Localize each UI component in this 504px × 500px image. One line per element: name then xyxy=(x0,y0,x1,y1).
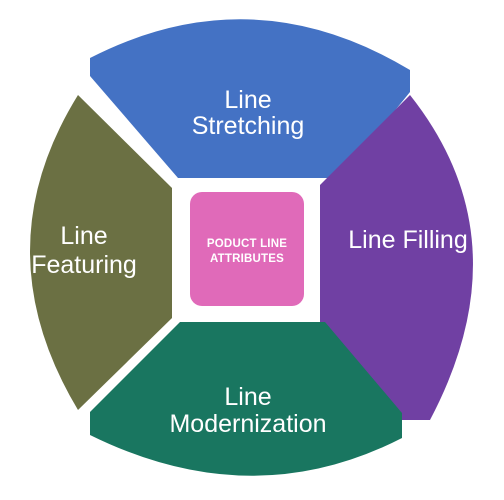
center-box xyxy=(190,192,304,306)
segment-right-shape xyxy=(320,95,473,420)
segment-left-label-line2: Featuring xyxy=(31,251,137,279)
segment-left-shape xyxy=(30,95,172,410)
segment-top-label-line2: Stretching xyxy=(192,112,305,140)
segment-bottom-label-line2: Modernization xyxy=(169,410,326,438)
center-label-line2: ATTRIBUTES xyxy=(210,253,284,265)
segment-bottom-shape xyxy=(90,322,402,476)
segment-top-shape xyxy=(90,19,410,178)
segment-right-label: Line Filling xyxy=(348,226,468,254)
center-label-line1: PODUCT LINE xyxy=(207,238,287,250)
segment-bottom-label-line1: Line xyxy=(224,383,271,411)
segment-left-label-line1: Line xyxy=(60,222,107,250)
segment-top-label-line1: Line xyxy=(224,86,271,114)
